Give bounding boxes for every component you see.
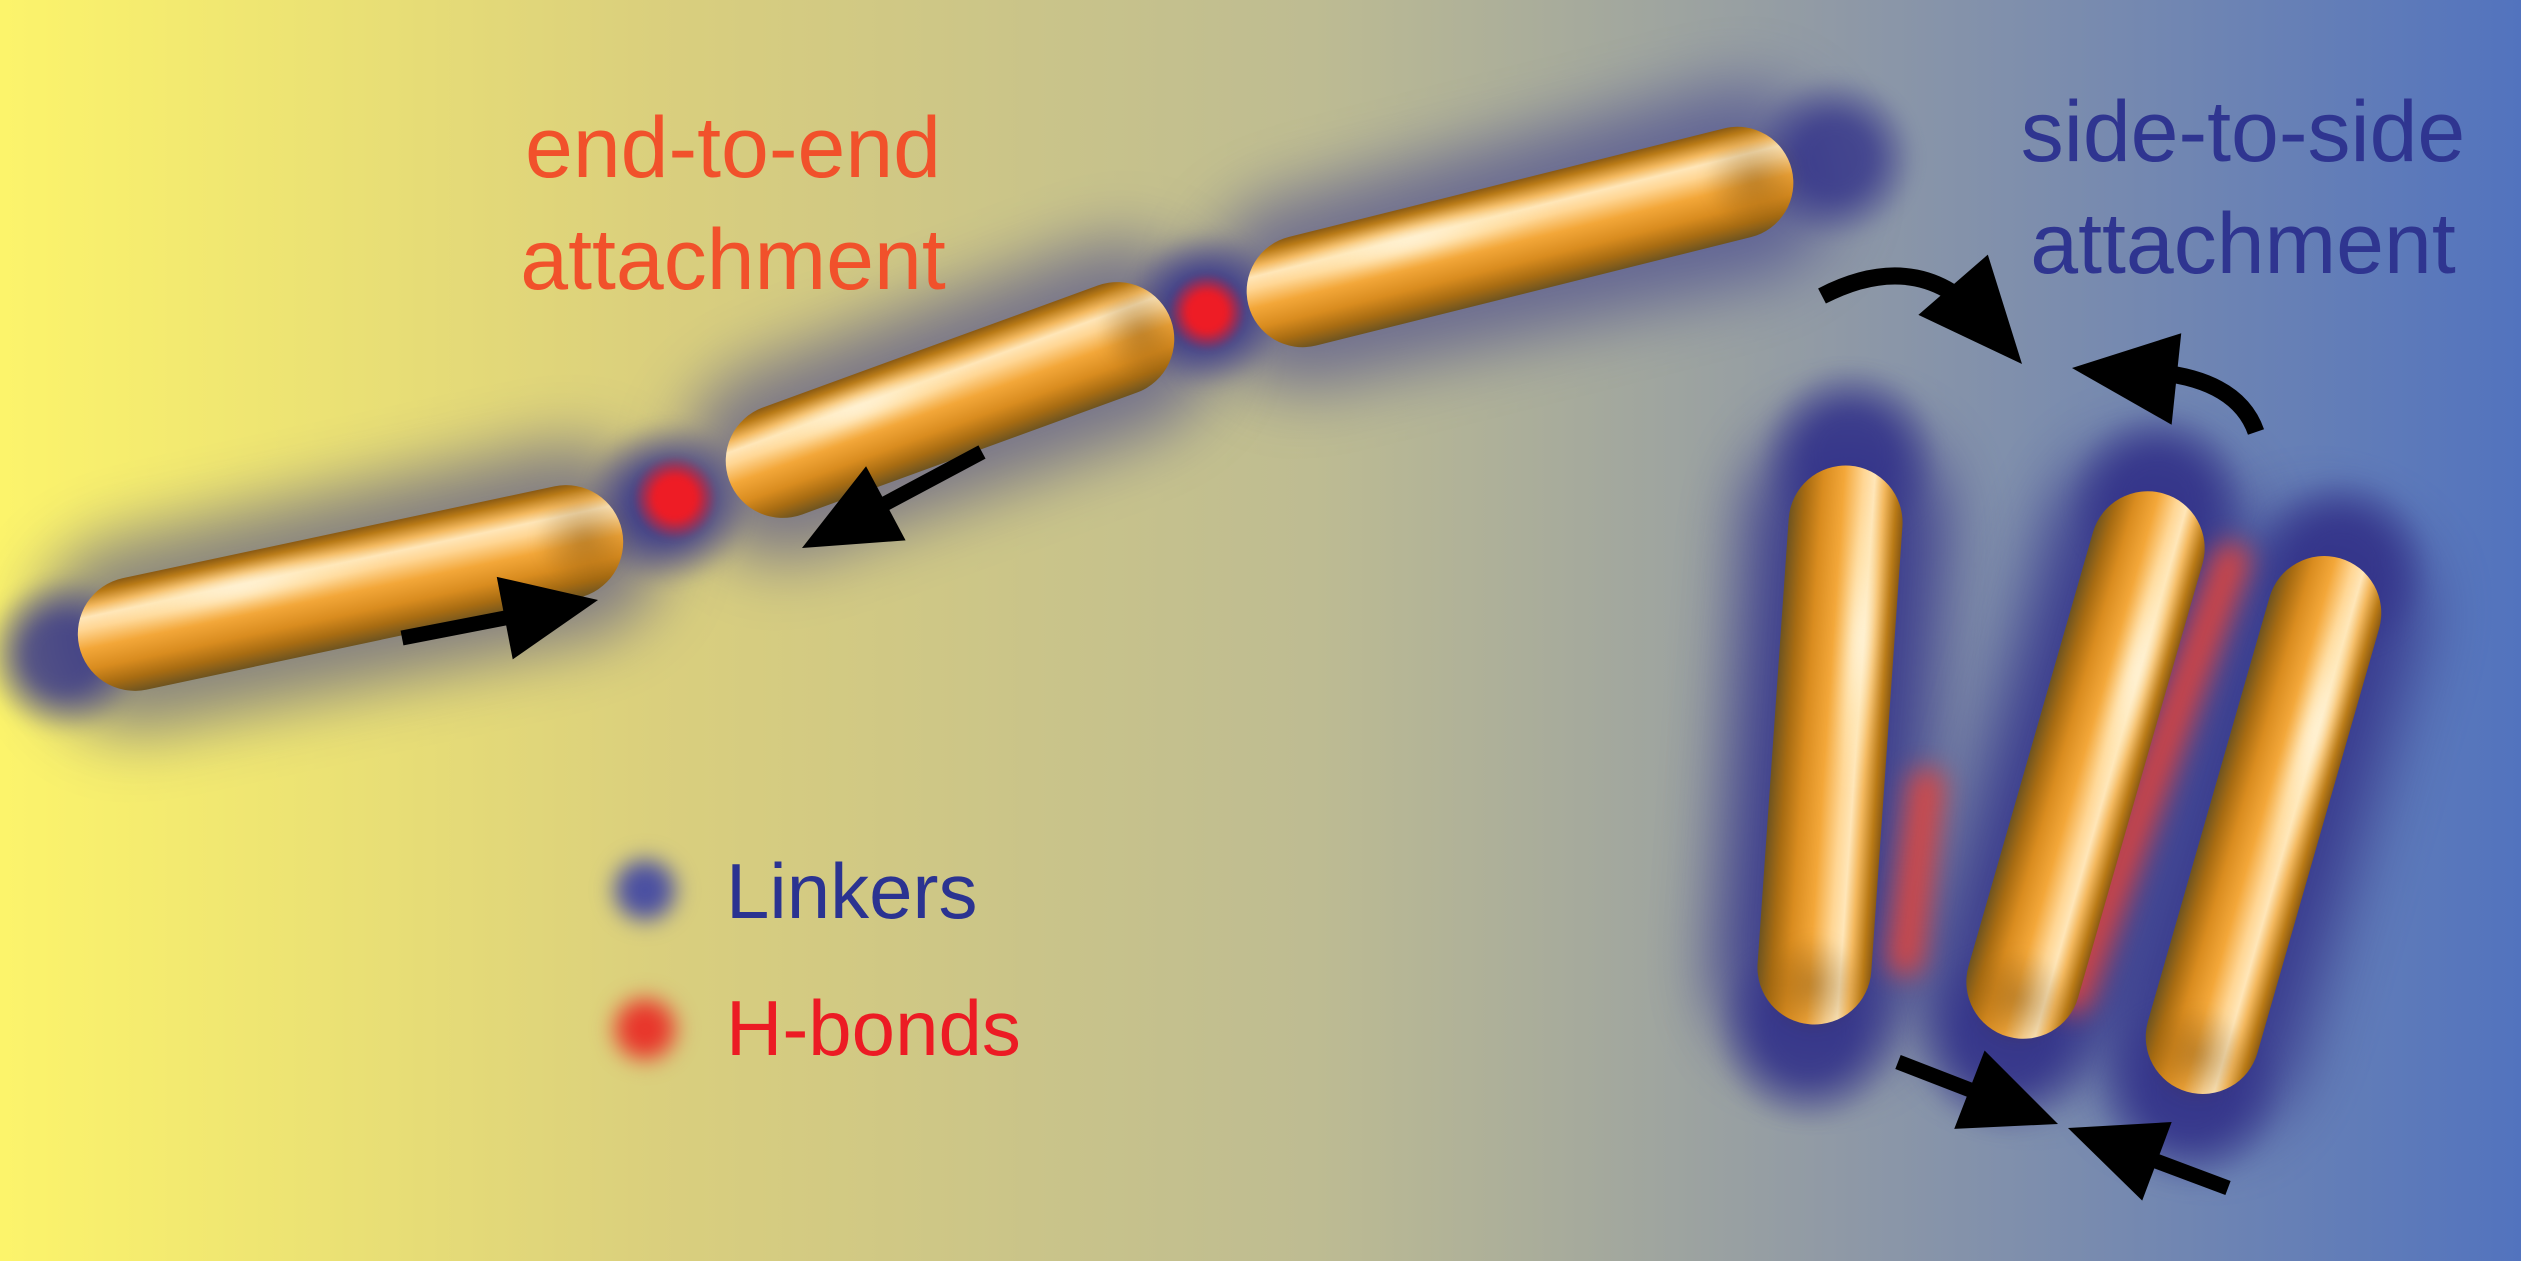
curved-arrow-top-left-head [1918,254,2022,364]
h-bonds-dot-icon [595,979,695,1079]
arrow-rod2-toward-junction-shaft [865,445,986,519]
side-to-side-label-line1: side-to-side [2020,84,2466,180]
arrow-rod2-toward-junction-head [802,466,906,548]
h-bond-dot-0 [623,446,727,550]
arrow-rod1-toward-junction-shaft [400,607,525,646]
side-to-side-label-line2: attachment [2030,196,2456,292]
end-to-end-label-line2: attachment [520,212,946,308]
side-to-side-attachment-label: side-to-side attachment [2021,76,2466,300]
h-bonds-label: H-bonds [726,984,1021,1072]
arrow-bottom-left-converge-head [1954,1050,2058,1129]
arrow-rod1-toward-junction-head [496,576,598,660]
end-to-end-attachment-label: end-to-end attachment [520,92,945,316]
linkers-dot-icon [595,840,695,940]
arrow-bottom-right-converge-head [2068,1122,2172,1201]
end-to-end-label-line1: end-to-end [525,100,941,196]
linkers-label: Linkers [726,847,978,935]
h-bond-dot-1 [1159,264,1255,360]
curved-arrow-top-right-head [2072,333,2182,425]
